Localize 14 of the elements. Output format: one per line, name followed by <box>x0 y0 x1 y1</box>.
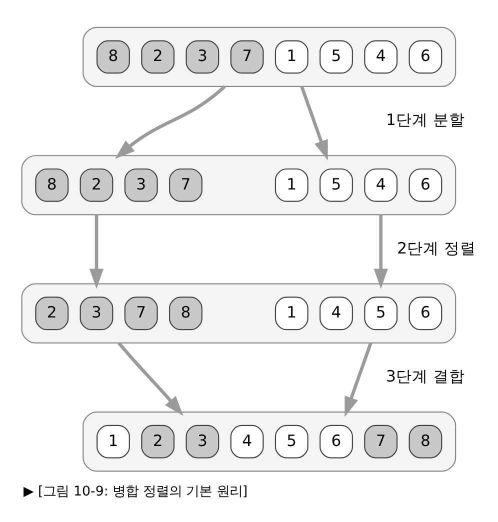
cluster <box>21 283 456 344</box>
arrow <box>300 86 328 160</box>
caption: ▶ [그림 10-9: 병합 정렬의 기본 원리] <box>23 484 248 500</box>
label: 1단계 분할 <box>386 111 465 130</box>
arrow <box>114 85 226 159</box>
cluster <box>82 412 456 472</box>
arrow <box>118 342 184 416</box>
cluster <box>21 155 456 216</box>
label: 3단계 결합 <box>386 368 465 386</box>
label: 2단계 정렬 <box>397 239 476 258</box>
cluster <box>82 26 456 88</box>
arrow <box>89 214 104 289</box>
arrow <box>344 342 372 417</box>
arrow <box>374 214 388 289</box>
